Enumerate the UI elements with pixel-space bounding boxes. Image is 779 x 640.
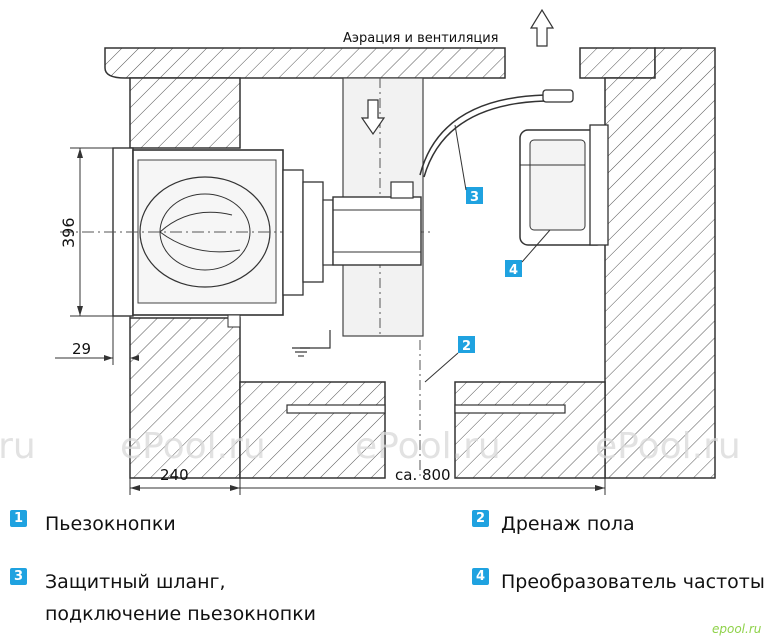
legend-label: подключение пьезокнопки [45,603,317,625]
floor-slab [239,381,606,479]
legend-item-2: 2 Дренаж пола [472,508,635,540]
frequency-converter [519,124,609,246]
protective-hose [419,89,574,178]
watermark: ePool.ru ePool.ru ePool.ru ePool.ru [0,426,741,467]
left-wall-upper [129,77,241,149]
dimension-240-label: 240 [160,466,189,484]
dimension-29-label: 29 [72,340,91,358]
right-wall [604,47,716,479]
legend-item-1: 1 Пьезокнопки [10,508,176,540]
top-slab [104,47,656,79]
up-arrow-icon [529,8,555,47]
legend-item-3: 3 Защитный шланг, подключение пьезокнопк… [10,566,316,630]
dimension-240 [129,478,241,495]
svg-text:ePool.ru: ePool.ru [595,426,741,467]
legend-badge: 2 [472,510,489,527]
svg-text:4: 4 [509,263,518,278]
svg-text:ePool.ru: ePool.ru [120,426,266,467]
counter-current-unit [60,147,430,328]
svg-text:3: 3 [470,190,479,205]
installation-diagram: Аэрация и вентиляция [0,8,741,495]
legend-label: Преобразователь частоты [501,571,765,593]
dimension-396 [70,147,113,317]
legend-label: Пьезокнопки [45,513,176,535]
legend-item-4: 4 Преобразователь частоты [472,566,765,598]
callout-2: 2 [424,336,475,383]
ground-symbol-icon [292,330,331,357]
legend-label: Защитный шланг, [45,571,226,593]
callout-4: 4 [505,229,551,278]
down-arrow-icon [360,99,386,136]
dimension-396-label: 396 [59,217,78,248]
dimension-29 [55,316,139,365]
legend-badge: 3 [10,568,27,585]
svg-text:ePool.ru: ePool.ru [0,426,36,467]
legend-label: Дренаж пола [501,513,635,535]
legend-badge: 4 [472,568,489,585]
epool-logo: epool.ru [712,622,762,636]
left-wall-lower [129,317,241,479]
svg-text:2: 2 [462,339,471,354]
svg-text:ePool.ru: ePool.ru [355,426,501,467]
dimension-800-label: ca. 800 [395,466,451,484]
dimension-800 [240,478,606,495]
legend-badge: 1 [10,510,27,527]
aeration-label: Аэрация и вентиляция [343,31,499,46]
callout-3: 3 [454,124,483,205]
